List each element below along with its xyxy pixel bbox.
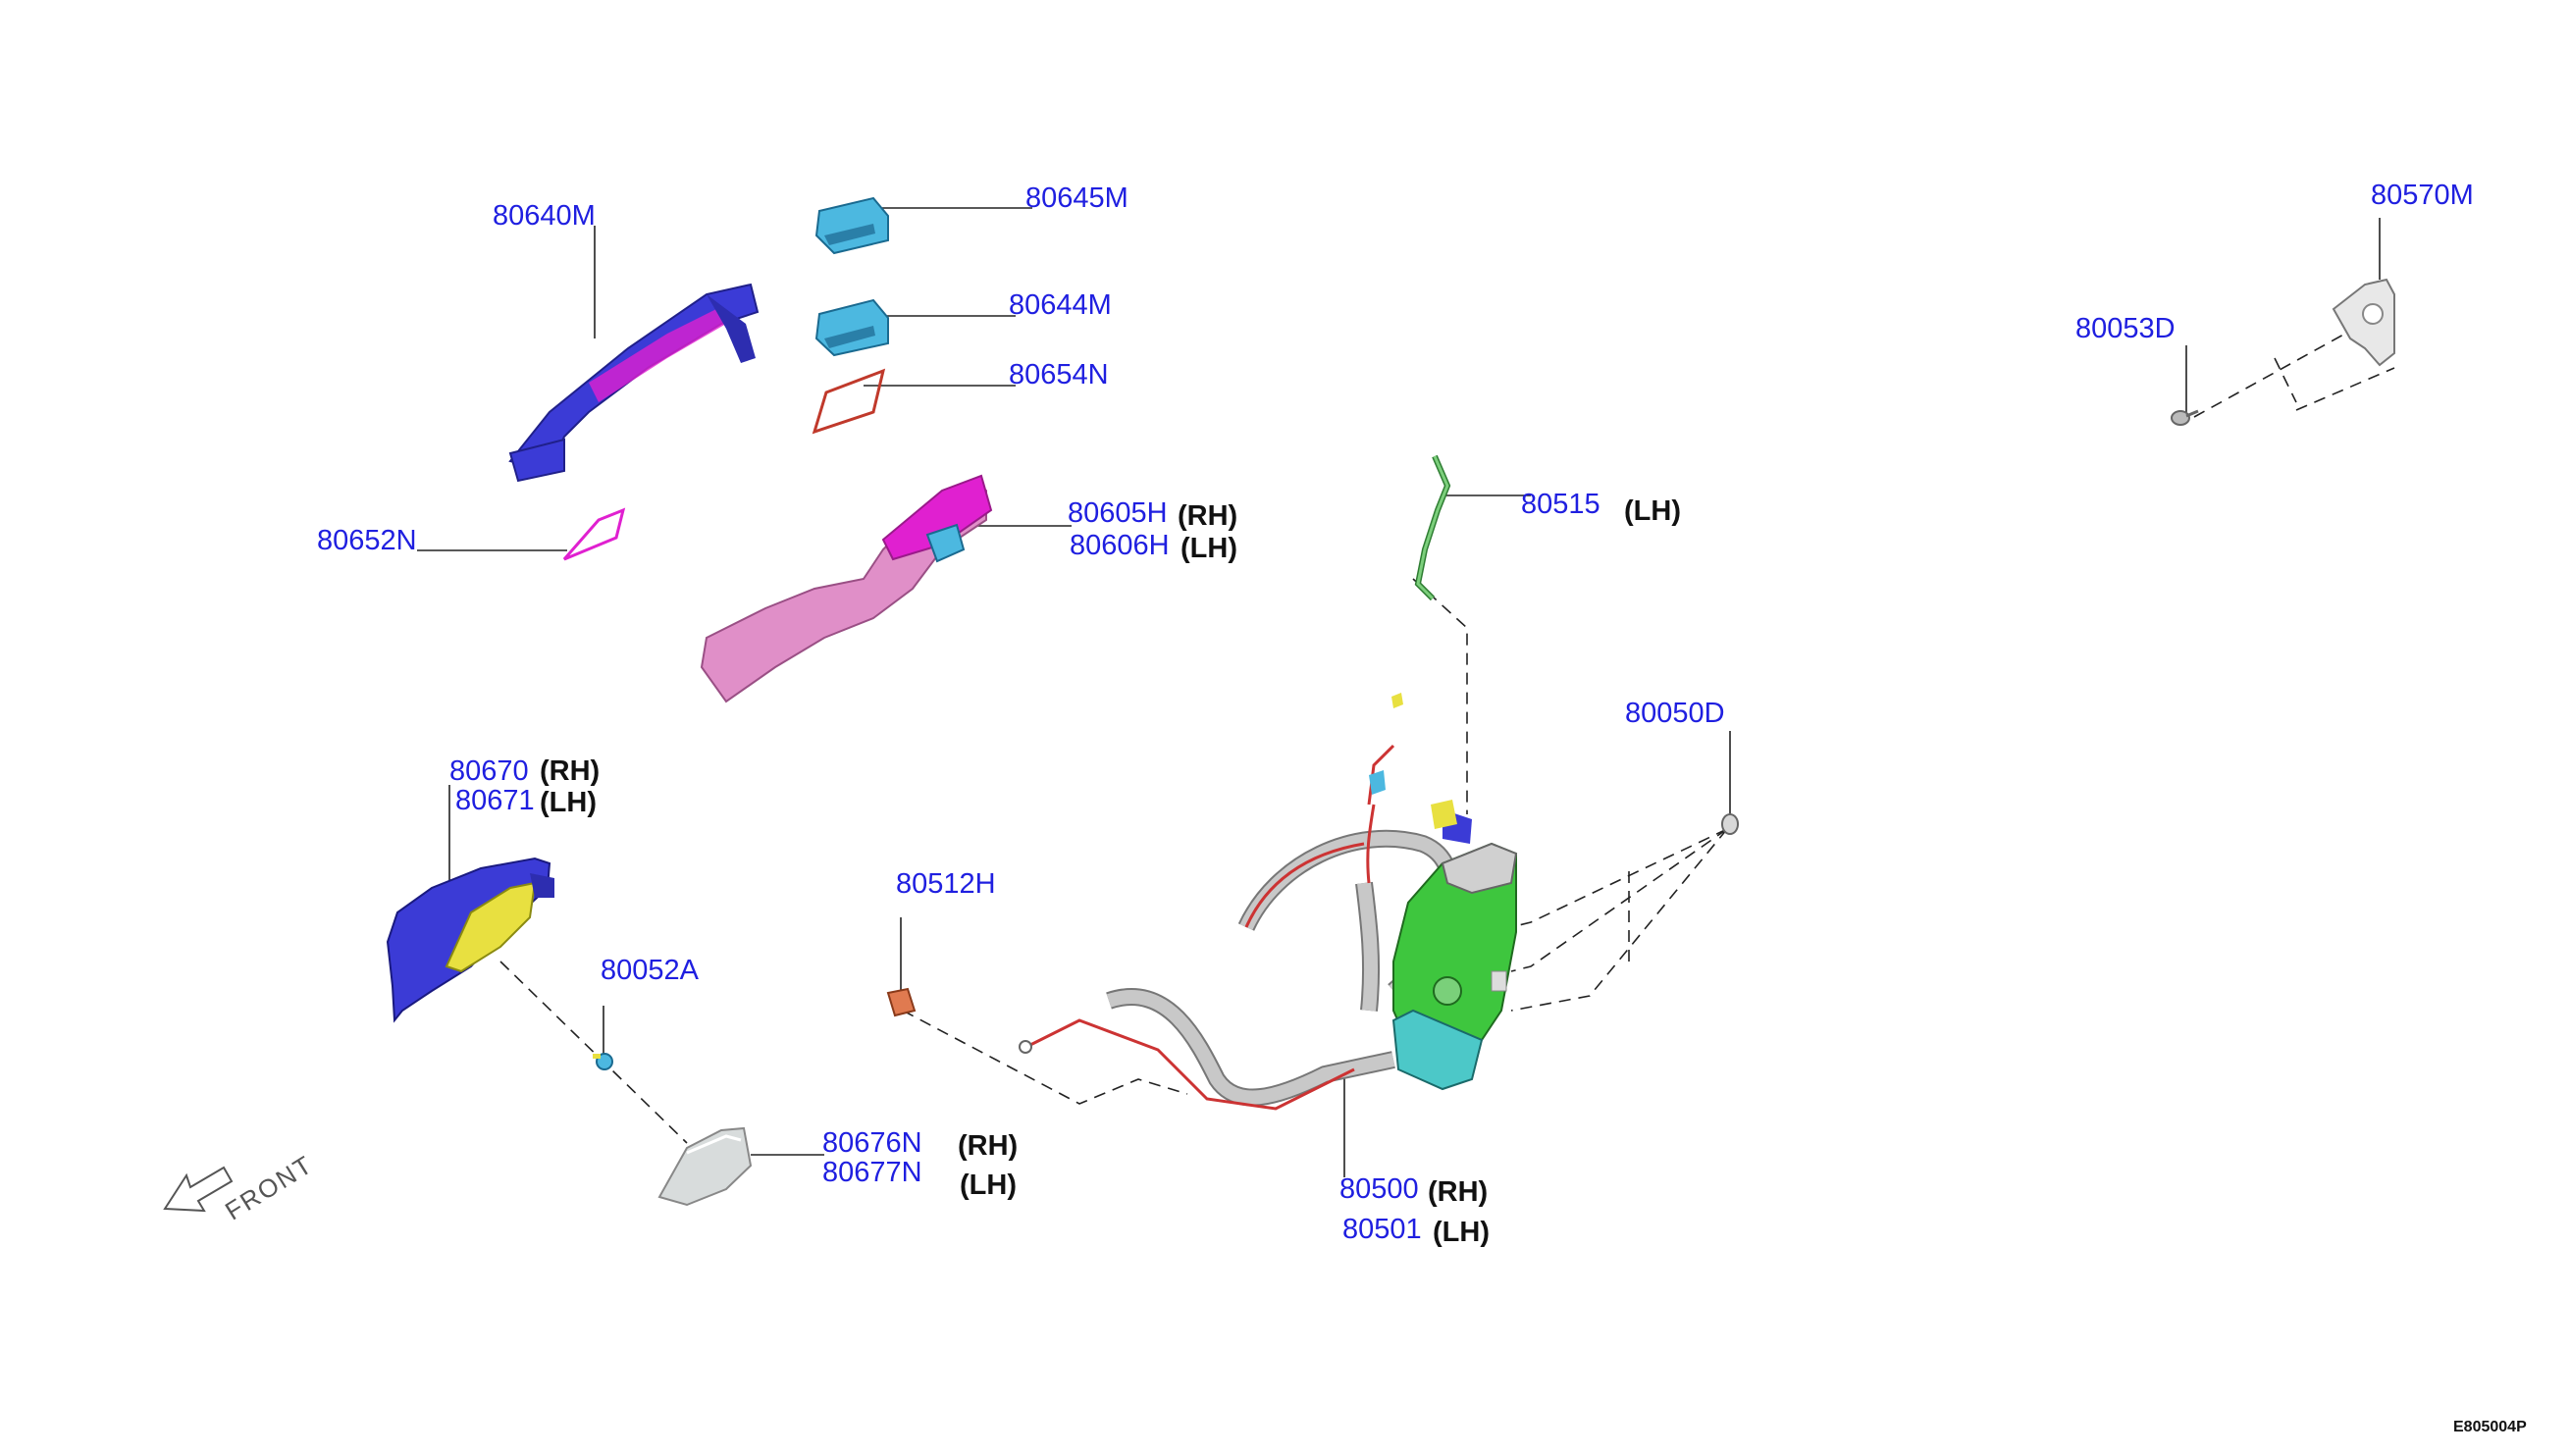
callout-80645m[interactable]: 80645M [1025, 182, 1128, 214]
side-rh-80676n: (RH) [958, 1130, 1019, 1162]
side-lh-80515: (LH) [1624, 495, 1681, 527]
side-lh-80671: (LH) [540, 787, 597, 818]
clip-80512h [886, 987, 917, 1017]
escutcheon-80676n [657, 1126, 753, 1207]
gasket-80654n [812, 368, 886, 435]
callout-80501[interactable]: 80501 [1342, 1214, 1422, 1245]
outside-handle-80640m [508, 283, 760, 483]
side-rh-80605h: (RH) [1178, 500, 1238, 532]
callout-80677n[interactable]: 80677N [822, 1157, 922, 1188]
callout-80512h[interactable]: 80512H [896, 868, 996, 900]
inside-handle-80670 [386, 857, 554, 1023]
callout-80052a[interactable]: 80052A [601, 955, 699, 986]
callout-80570m[interactable]: 80570M [2371, 180, 2474, 211]
handle-cap-80644m [814, 298, 889, 357]
diagram-code: E805004P [2453, 1419, 2527, 1435]
handle-cap-80645m [814, 196, 889, 255]
callout-80644m[interactable]: 80644M [1009, 289, 1112, 321]
callout-80670[interactable]: 80670 [449, 755, 529, 787]
callout-80053d[interactable]: 80053D [2075, 313, 2176, 344]
side-rh-80500: (RH) [1428, 1176, 1489, 1208]
callout-80652n[interactable]: 80652N [317, 525, 417, 556]
door-lock-actuator-80500 [1019, 693, 1518, 1111]
callout-80050d[interactable]: 80050D [1625, 698, 1725, 729]
assembly-lines [499, 333, 2395, 1144]
lock-rod-80515 [1414, 454, 1451, 601]
callout-80671[interactable]: 80671 [455, 785, 535, 816]
callout-80654n[interactable]: 80654N [1009, 359, 1109, 390]
striker-80570m [2332, 278, 2395, 367]
screw-80050d [1721, 813, 1739, 835]
clip-80052a [593, 1053, 613, 1070]
callout-80500[interactable]: 80500 [1339, 1173, 1419, 1205]
side-lh-80606h: (LH) [1180, 533, 1237, 564]
gasket-80652n [562, 507, 626, 561]
front-arrow-icon [163, 1166, 234, 1213]
callout-80640m[interactable]: 80640M [493, 200, 596, 232]
callout-80605h[interactable]: 80605H [1068, 497, 1168, 529]
handle-bracket-80605h [700, 474, 993, 703]
callout-80606h[interactable]: 80606H [1070, 530, 1170, 561]
bolt-80053d [2171, 409, 2199, 426]
callout-80515[interactable]: 80515 [1521, 489, 1600, 520]
side-lh-80677n: (LH) [960, 1170, 1017, 1201]
callout-80676n[interactable]: 80676N [822, 1127, 922, 1159]
side-lh-80501: (LH) [1433, 1217, 1490, 1248]
side-rh-80670: (RH) [540, 755, 601, 787]
leader-lines [417, 207, 2381, 1177]
